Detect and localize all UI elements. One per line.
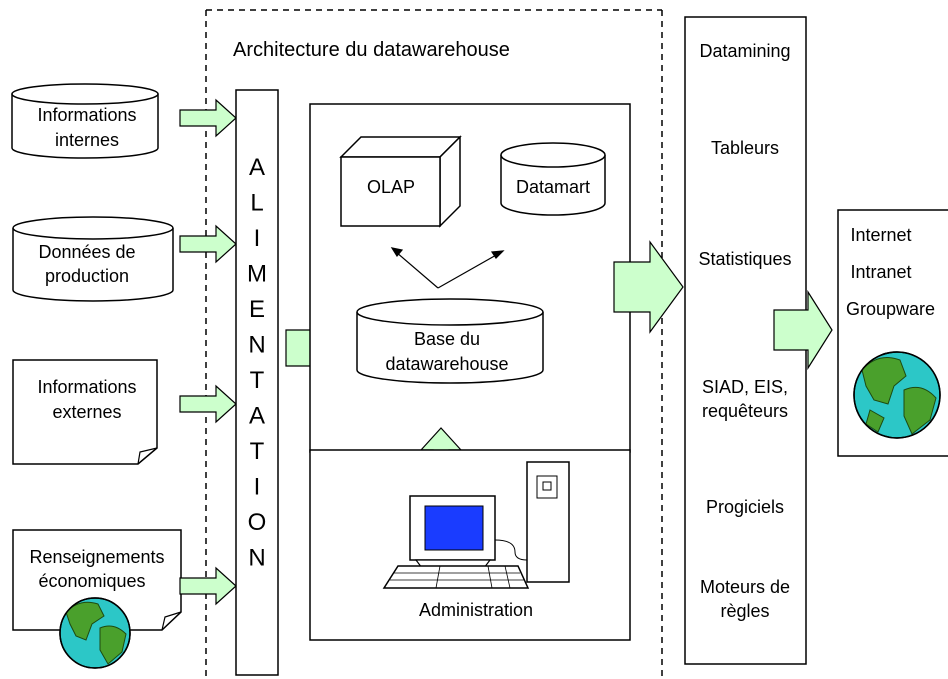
alimentation-letter: E	[249, 296, 265, 323]
source-informations-internes: Informations internes	[11, 83, 159, 159]
tool-siad-1: SIAD, EIS,	[702, 377, 788, 397]
tool-statistiques: Statistiques	[698, 249, 791, 269]
alimentation-letter: A	[249, 403, 265, 430]
alimentation-letter: M	[247, 261, 267, 288]
alimentation-letter: T	[250, 367, 265, 394]
administration-label: Administration	[419, 600, 533, 620]
svg-text:datawarehouse: datawarehouse	[385, 354, 508, 374]
source-renseignements-economiques: Renseignements économiques	[12, 529, 182, 631]
computer-icon	[382, 461, 570, 589]
svg-text:Base du: Base du	[414, 329, 480, 349]
tool-tableurs: Tableurs	[711, 138, 779, 158]
svg-text:externes: externes	[52, 402, 121, 422]
arrow-to-tools	[613, 240, 684, 334]
svg-text:internes: internes	[55, 130, 119, 150]
tool-progiciels: Progiciels	[706, 497, 784, 517]
alimentation-letter: N	[248, 332, 265, 359]
globe-icon	[59, 597, 131, 669]
base-datawarehouse-cylinder: Base du datawarehouse	[356, 298, 544, 384]
alimentation-letter: N	[248, 545, 265, 572]
diffusion-internet: Internet	[850, 225, 911, 245]
diagram-title: Architecture du datawarehouse	[233, 39, 510, 61]
datamart-cylinder: Datamart	[500, 142, 606, 216]
tool-siad-2: requêteurs	[702, 401, 788, 421]
tool-moteurs-1: Moteurs de	[700, 577, 790, 597]
alimentation-letter: A	[249, 154, 265, 181]
alimentation-letter: L	[250, 190, 263, 217]
alimentation-letter: T	[250, 438, 265, 465]
olap-cube: OLAP	[339, 135, 462, 228]
svg-text:Datamart: Datamart	[516, 177, 590, 197]
diffusion-intranet: Intranet	[850, 262, 911, 282]
tool-datamining: Datamining	[699, 41, 790, 61]
alimentation-letter: I	[254, 225, 261, 252]
alimentation-letter: O	[248, 509, 267, 536]
svg-text:Renseignements: Renseignements	[29, 547, 164, 567]
diffusion-groupware: Groupware	[846, 299, 935, 319]
source-informations-externes: Informations externes	[12, 359, 158, 465]
svg-text:production: production	[45, 266, 129, 286]
input-arrows	[179, 98, 237, 606]
arrow-to-diffusion	[773, 289, 833, 371]
source-donnees-production: Données de production	[12, 216, 174, 302]
alimentation-letter: I	[254, 474, 261, 501]
svg-text:Données de: Données de	[38, 242, 135, 262]
svg-text:Informations: Informations	[37, 105, 136, 125]
svg-text:économiques: économiques	[38, 571, 145, 591]
base-to-olap-datamart-arrows	[390, 247, 505, 289]
globe-icon	[853, 351, 941, 439]
svg-text:Informations: Informations	[37, 377, 136, 397]
tool-moteurs-2: règles	[720, 601, 769, 621]
svg-text:OLAP: OLAP	[367, 177, 415, 197]
